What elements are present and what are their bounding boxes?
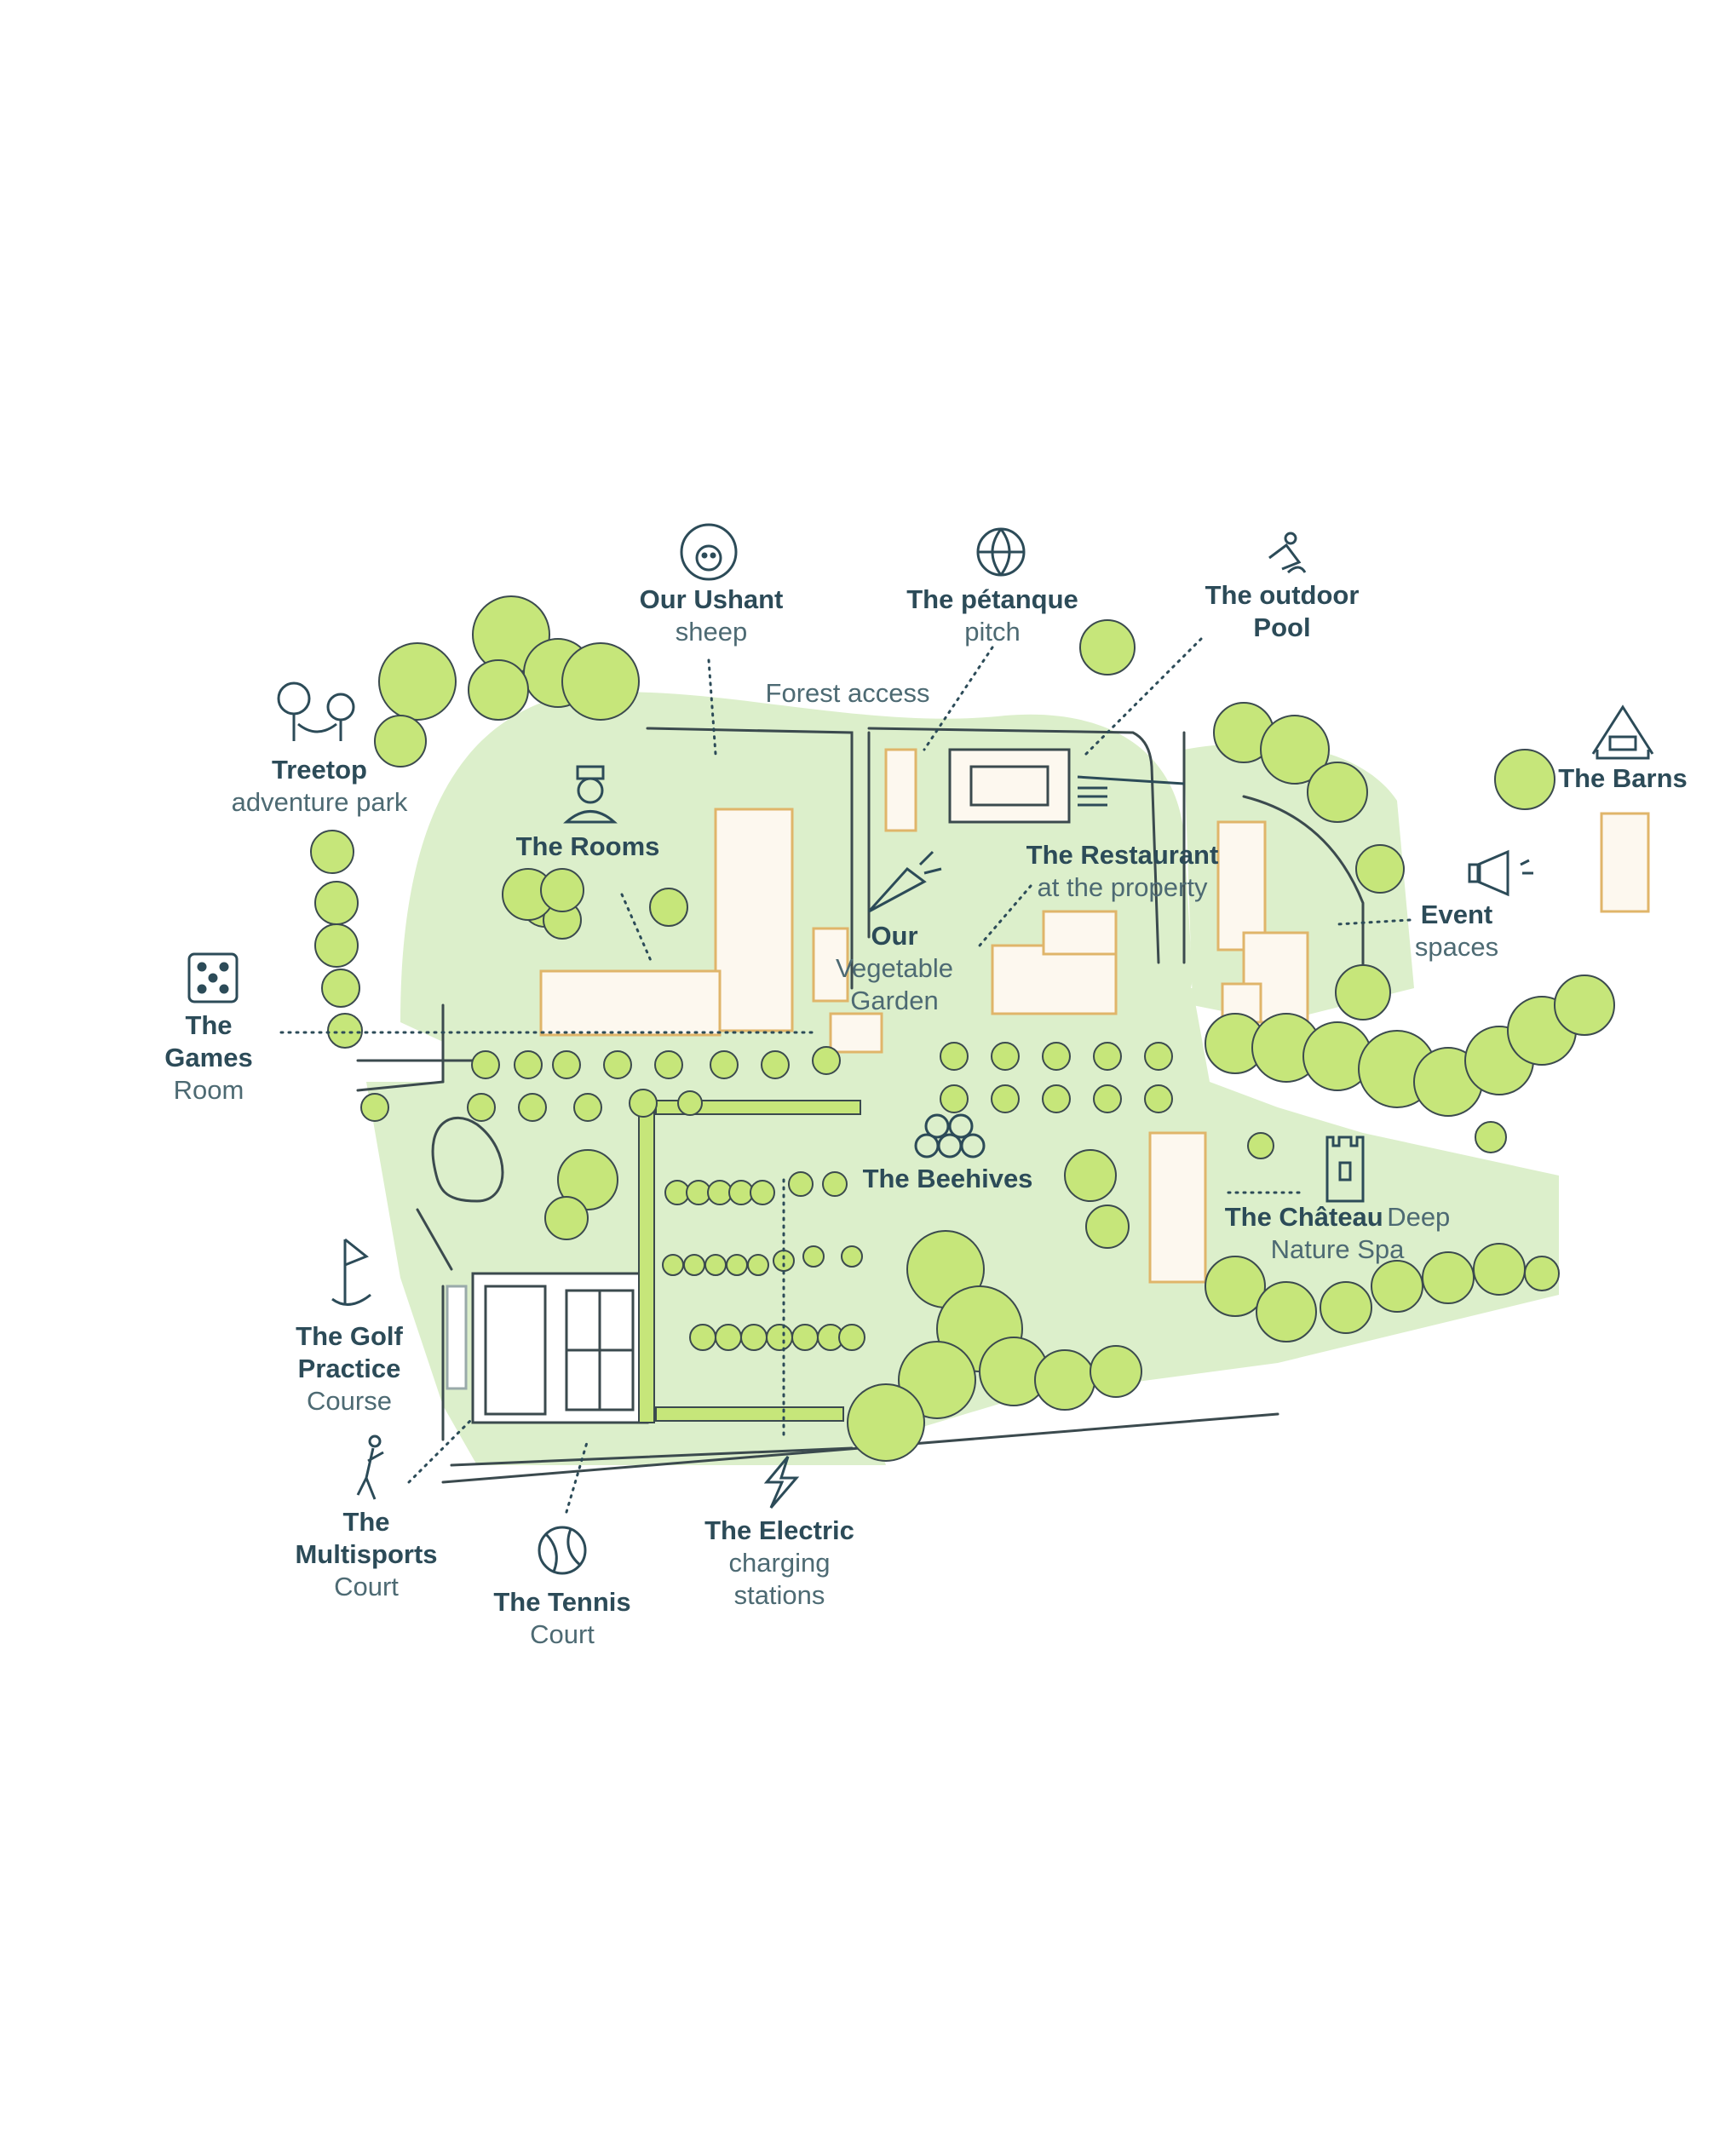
sheep-icon [680,523,738,581]
games-title-2: Games [164,1042,253,1072]
trees-hammock-icon [277,681,355,741]
chateau-sub: Nature Spa [1270,1233,1405,1264]
label-chateau: The Château Deep Nature Spa [1210,1201,1465,1266]
label-pool: The outdoor Pool [1193,579,1371,644]
events-title: Event [1420,900,1493,929]
multisports-sub: Court [334,1571,399,1601]
multisports-title: The [342,1507,390,1537]
label-events: Event spaces [1389,899,1525,963]
golf-flag-icon [331,1238,371,1306]
chateau-title: The Château [1224,1202,1383,1232]
games-sub: Room [173,1074,244,1105]
garden-sub-2: Garden [850,985,939,1015]
restaurant-title: The Restaurant [1026,840,1219,870]
events-sub: spaces [1414,931,1499,962]
label-sheep: Our Ushant sheep [626,584,796,648]
label-petanque: The pétanque pitch [894,584,1090,648]
athlete-icon [356,1434,384,1500]
swimmer-icon [1268,532,1307,574]
electric-sub: charging [728,1547,831,1578]
electric-title: The Electric [704,1515,854,1545]
bellboy-icon [563,765,618,824]
tennis-ball-icon [538,1526,587,1575]
golf-title: The Golf [296,1321,403,1351]
beehives-title: The Beehives [862,1164,1033,1193]
garden-title: Our [871,921,918,951]
barns-title: The Barns [1558,763,1688,793]
treetop-title: Treetop [272,755,367,785]
label-forest: Forest access [754,677,941,710]
games-title: The [185,1010,233,1040]
forest-text: Forest access [765,678,930,708]
sheep-title: Our Ushant [639,584,784,614]
petanque-sub: pitch [964,616,1021,647]
rooms-title: The Rooms [515,831,660,861]
electric-sub-2: stations [733,1579,825,1610]
dice-icon [187,952,239,1003]
label-games: The Games Room [153,1009,264,1106]
pool-title: The outdoor [1205,580,1360,610]
fork-icon [1077,775,1185,807]
leader-lines [279,637,1412,1514]
courts [431,1116,649,1424]
label-electric: The Electric charging stations [690,1515,869,1611]
golf-sub: Course [307,1385,392,1416]
buildings [539,748,1650,1284]
barn-icon [1591,704,1654,760]
label-garden: Our Vegetable Garden [818,920,971,1016]
chateau-sub-inline: Deep [1387,1202,1451,1232]
tree-rows [360,1042,1173,1351]
label-tennis: The Tennis Court [473,1586,652,1651]
label-rooms: The Rooms [511,831,664,863]
treetop-sub: adventure park [231,786,408,817]
multisports-title-2: Multisports [295,1538,438,1569]
pool-title-2: Pool [1253,612,1311,642]
tennis-title: The Tennis [493,1587,631,1617]
restaurant-sub: at the property [1037,871,1208,902]
label-restaurant: The Restaurant at the property [1018,839,1227,904]
label-barns: The Barns [1550,762,1695,795]
label-beehives: The Beehives [856,1163,1039,1195]
honeycomb-icon [914,1113,986,1158]
lightning-icon [763,1456,800,1509]
tower-icon [1325,1135,1365,1203]
label-multisports: The Multisports Court [281,1506,451,1602]
golf-title-2: Practice [297,1353,401,1383]
sheep-sub: sheep [675,616,748,647]
megaphone-icon [1468,849,1533,897]
petanque-title: The pétanque [906,584,1078,614]
label-golf: The Golf Practice Course [273,1320,426,1417]
tennis-sub: Court [530,1618,595,1649]
trees [310,595,1615,1462]
label-treetop: Treetop adventure park [217,754,422,819]
carrot-icon [867,850,942,913]
globe-ball-icon [976,527,1026,577]
hedges [638,1100,861,1423]
garden-sub: Vegetable [836,952,953,983]
